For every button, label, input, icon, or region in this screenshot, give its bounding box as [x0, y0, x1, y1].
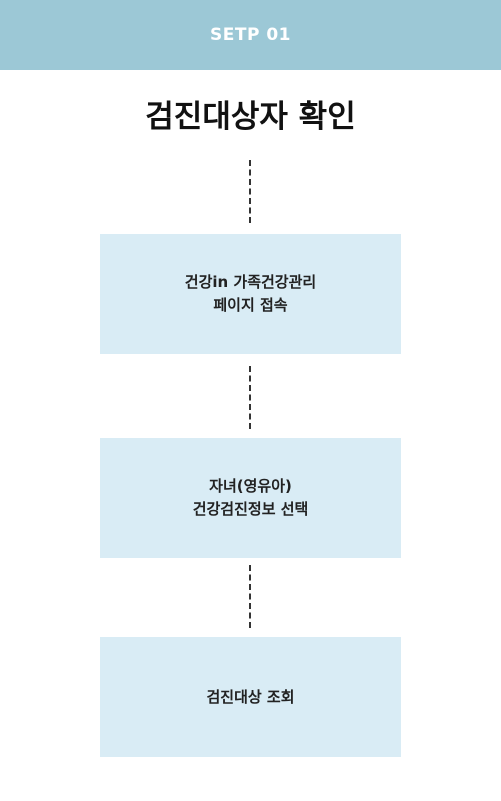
- step-box-1: 건강in 가족건강관리 페이지 접속: [100, 234, 401, 354]
- step-box-2-line-2: 건강검진정보 선택: [192, 500, 309, 518]
- dashed-connector: [249, 160, 251, 223]
- step-box-3: 검진대상 조회: [100, 637, 401, 757]
- step-box-2: 자녀(영유아) 건강검진정보 선택: [100, 438, 401, 558]
- step-box-2-line-1: 자녀(영유아): [209, 477, 292, 495]
- step-header-bar: SETP 01: [0, 0, 501, 70]
- step-box-1-line-2: 페이지 접속: [213, 296, 288, 314]
- page-title: 검진대상자 확인: [145, 99, 356, 135]
- dashed-connector: [249, 565, 251, 628]
- step-label: SETP 01: [210, 25, 291, 45]
- step-box-1-line-1: 건강in 가족건강관리: [184, 273, 317, 291]
- step-box-3-line-1: 검진대상 조회: [206, 687, 295, 706]
- dashed-connector: [249, 366, 251, 429]
